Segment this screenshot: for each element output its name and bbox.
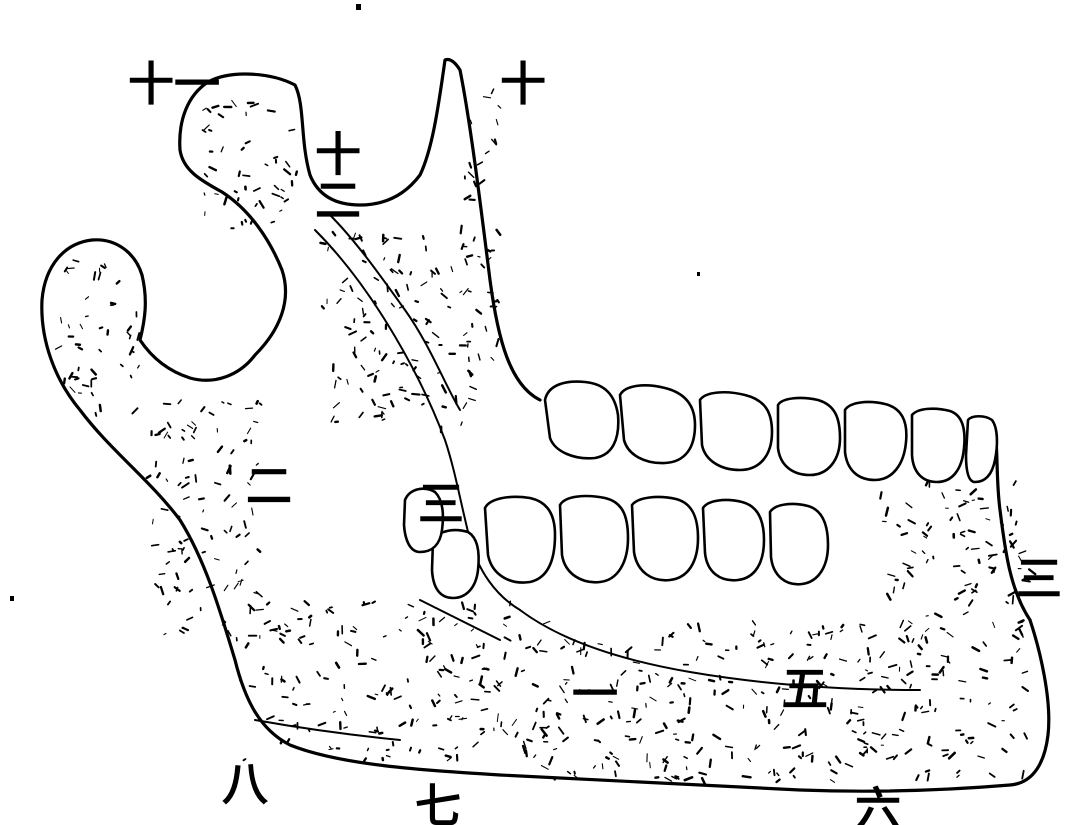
upper-teeth-row bbox=[545, 382, 997, 482]
label-three-front: 三 bbox=[1016, 552, 1062, 606]
label-ten: 十 bbox=[500, 57, 546, 111]
label-one: 一 bbox=[572, 667, 618, 721]
label-six: 六 bbox=[855, 782, 901, 825]
label-eight: 八 bbox=[222, 757, 269, 811]
label-twelve: 十二 bbox=[308, 130, 362, 222]
lower-teeth-row bbox=[404, 489, 828, 598]
label-two: 二 bbox=[246, 459, 292, 513]
label-eleven: 十一 bbox=[128, 57, 220, 111]
label-three-inner: 三 bbox=[418, 477, 464, 531]
label-five: 五 bbox=[782, 662, 828, 716]
label-seven: 七 bbox=[415, 779, 461, 825]
